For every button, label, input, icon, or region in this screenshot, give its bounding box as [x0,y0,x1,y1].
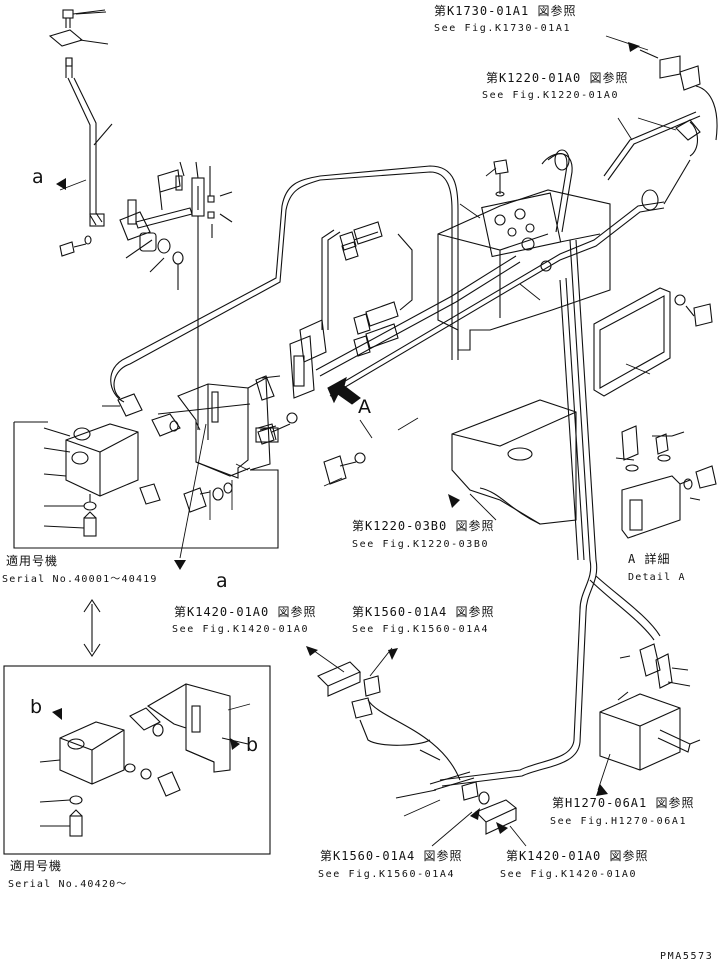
valve-mount-plate [437,159,611,351]
long-cables [359,239,661,787]
label-b-right: b [246,734,259,756]
ref-h1270-jp: 第H1270-06A1 図参照 [552,796,695,810]
box1-cover-parts [43,423,161,537]
ref-k1730-jp: 第K1730-01A1 図参照 [434,4,577,18]
serial-box-2-frame [3,665,271,855]
upper-small-parts [157,161,233,430]
ref-k1560-jp: 第K1560-01A4 図参照 [352,605,495,619]
serial-box1-en: Serial No.40001～40419 [2,574,158,585]
ref-k1220b0-jp: 第K1220-03B0 図参照 [352,519,495,533]
label-a-top: a [32,166,44,188]
bottom-connectors [317,661,518,835]
ref-k1420-jp: 第K1420-01A0 図参照 [174,605,317,619]
switch-box-lower-right [599,643,701,771]
label-view-A: A [358,396,371,418]
serial-box2-jp: 適用号機 [10,859,63,873]
detail-A-en: Detail A [628,572,686,583]
page-code: PMA5573 [660,951,714,962]
ref-h1270-en: See Fig.H1270-06A1 [550,816,688,827]
serial-box2-en: Serial No.40420～ [8,879,128,890]
connector-plugs [257,221,399,441]
cover-plate [593,287,713,397]
ref-k1560-en: See Fig.K1560-01A4 [352,624,490,635]
label-b-left: b [30,696,43,718]
ref-k1560b-en: See Fig.K1560-01A4 [318,869,456,880]
ref-k1560b-jp: 第K1560-01A4 図参照 [320,849,463,863]
arrow-A-marker [327,376,361,405]
ref-k1730-en: See Fig.K1730-01A1 [434,23,572,34]
control-cable-loop [110,165,459,403]
double-arrow [83,599,101,657]
serial-box-1-frame [13,422,279,549]
ref-k1420b-en: See Fig.K1420-01A0 [500,869,638,880]
lower-bolts [255,425,366,485]
control-lever-assembly [48,9,113,227]
arrowheads [52,42,640,834]
box2-parts [39,683,231,837]
detail-A-jp: A 詳細 [628,552,671,566]
ref-k1220a0-jp: 第K1220-01A0 図参照 [486,71,629,85]
ref-k1220b0-en: See Fig.K1220-03B0 [352,539,490,550]
linkage-parts [59,199,193,290]
ref-k1420b-jp: 第K1420-01A0 図参照 [506,849,649,863]
switch-bracket [117,375,298,513]
ref-k1220a0-en: See Fig.K1220-01A0 [482,90,620,101]
cab-floor [451,399,577,525]
serial-box1-jp: 適用号機 [6,554,59,568]
ref-k1420-en: See Fig.K1420-01A0 [172,624,310,635]
hose-bundle [315,49,718,397]
detail-A-drawing [621,425,717,539]
label-a-bottom: a [216,570,228,592]
